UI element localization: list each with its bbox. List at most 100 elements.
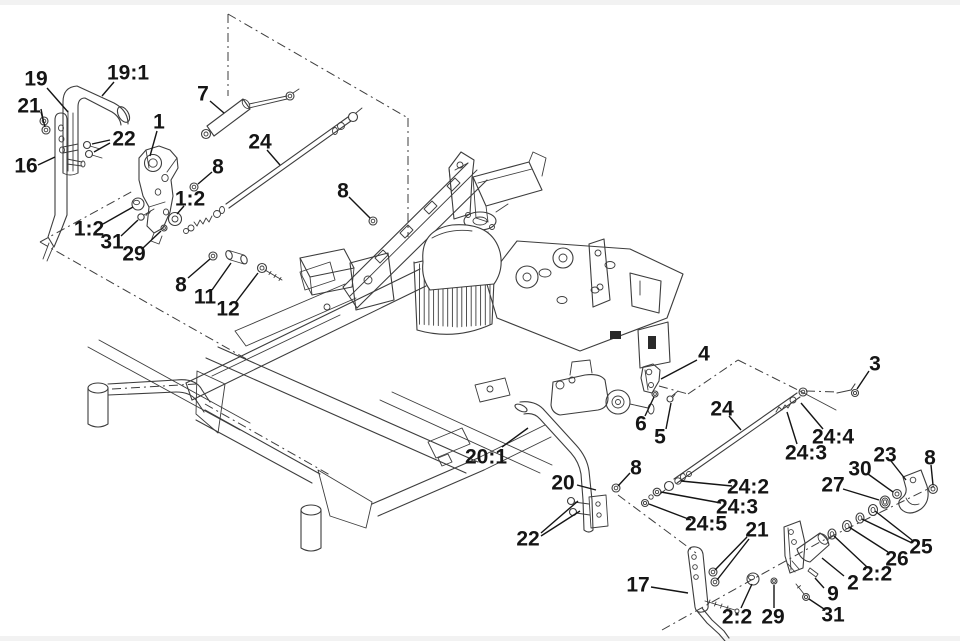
callout-label: 17 <box>626 574 649 597</box>
callout-label: 31 <box>821 604 845 627</box>
callout-24-4: 24:4 <box>800 402 854 449</box>
callout-label: 5 <box>654 426 666 449</box>
leader-line <box>235 272 259 303</box>
callout-8: 8 <box>175 258 211 297</box>
callout-24: 24 <box>248 131 281 166</box>
callout-1-2: 1:2 <box>175 188 205 215</box>
part-21-nuts-right <box>708 567 720 587</box>
leader-line <box>101 81 115 97</box>
leader-line <box>209 100 225 114</box>
callout-label: 7 <box>197 83 209 106</box>
part-11-spacer <box>225 250 248 265</box>
part-2-2-bushing-lower <box>746 572 760 586</box>
callout-label: 12 <box>216 298 239 321</box>
callout-24-5: 24:5 <box>648 503 727 536</box>
callout-22: 22 <box>91 128 136 153</box>
leader-line <box>861 518 913 544</box>
callout-23: 23 <box>873 444 907 481</box>
callout-label: 9 <box>827 583 839 606</box>
leader-line <box>660 491 722 504</box>
bottom-edge-band <box>0 636 960 641</box>
callout-20: 20 <box>551 472 597 495</box>
leader-line <box>176 205 185 215</box>
leader-line <box>842 488 880 501</box>
part-washer-chain <box>827 489 902 540</box>
callout-label: 2 <box>847 572 859 595</box>
callout-8: 8 <box>337 180 371 219</box>
callout-24-3: 24:3 <box>785 411 827 465</box>
leader-line <box>728 415 742 431</box>
leader-line <box>348 196 371 219</box>
phantom-centerlines <box>39 13 935 631</box>
callout-label: 8 <box>175 274 187 297</box>
deck-frame-art <box>87 314 552 552</box>
leader-line <box>120 219 139 237</box>
callout-24-3: 24:3 <box>660 491 758 519</box>
callout-label: 8 <box>337 180 349 203</box>
callout-label: 1:2 <box>175 188 205 211</box>
callout-2: 2 <box>821 557 859 595</box>
leader-line <box>266 149 281 166</box>
part-5-bolt <box>666 390 679 403</box>
part-23-bracket <box>898 469 929 514</box>
part-3-rod <box>836 383 860 398</box>
leader-line <box>874 510 913 541</box>
callout-label: 29 <box>122 243 145 266</box>
leader-line <box>91 139 111 145</box>
leader-line <box>540 500 579 534</box>
leader-line <box>821 557 845 577</box>
leader-line <box>187 258 211 279</box>
leader-line <box>856 370 870 390</box>
part-12-bolt <box>256 262 283 281</box>
part-8-nut-right <box>928 484 938 494</box>
callout-label: 24:2 <box>727 476 769 499</box>
callout-label: 29 <box>761 606 784 629</box>
leader-line <box>665 402 672 430</box>
callout-1-2: 1:2 <box>74 206 134 241</box>
callout-label: 1 <box>153 111 165 134</box>
callout-21: 21 <box>714 519 769 581</box>
part-4-bell-crank <box>640 363 661 394</box>
callout-label: 3 <box>869 353 881 376</box>
leader-line <box>680 480 733 487</box>
part-19-handle-tube <box>62 85 131 176</box>
callout-label: 20:1 <box>465 446 507 469</box>
leader-line <box>814 577 825 589</box>
callout-8: 8 <box>924 447 936 486</box>
callout-19: 19 <box>24 68 69 113</box>
leader-line <box>890 460 907 481</box>
callout-label: 2:2 <box>722 606 752 629</box>
leader-line <box>660 359 698 380</box>
leader-line <box>867 473 894 493</box>
callout-4: 4 <box>660 343 710 380</box>
callout-label: 31 <box>100 231 124 254</box>
part-8-nut-mid <box>368 216 378 226</box>
callout-24-2: 24:2 <box>680 476 769 499</box>
part-29-nut-right <box>770 577 778 585</box>
callout-7: 7 <box>197 83 225 114</box>
callout-label: 25 <box>909 536 933 559</box>
leader-line <box>800 402 824 430</box>
callout-label: 24:4 <box>812 426 854 449</box>
callout-label: 4 <box>698 343 710 366</box>
leader-line <box>644 396 655 417</box>
callout-1: 1 <box>149 111 165 157</box>
leader-line <box>46 87 69 113</box>
callout-label: 8 <box>924 447 936 470</box>
part-1-2-bushings <box>131 197 183 227</box>
callout-label: 2:2 <box>862 563 892 586</box>
engine-art <box>413 224 502 335</box>
callout-22: 22 <box>516 500 581 551</box>
right-parts-cluster <box>514 363 938 641</box>
callout-label: 23 <box>873 444 896 467</box>
leader-line <box>197 171 213 185</box>
callout-label: 24:3 <box>716 496 758 519</box>
callout-29: 29 <box>761 585 785 629</box>
callout-12: 12 <box>216 272 259 321</box>
callout-16: 16 <box>14 155 56 178</box>
part-8-nut-near-lever <box>611 483 621 493</box>
callout-label: 22 <box>112 128 135 151</box>
